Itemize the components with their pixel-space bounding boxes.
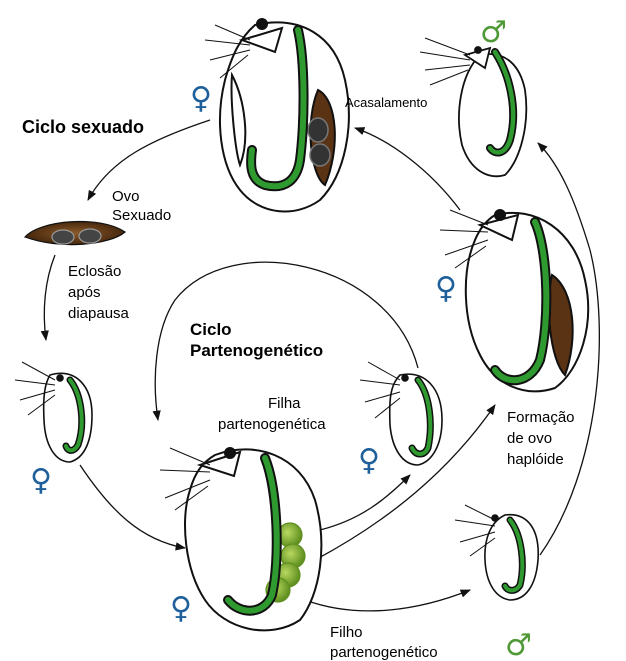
arrow-mother-to-daughter [320,475,410,530]
hatchling-female-left [15,362,92,462]
arrow-haploid-female-to-mating [355,128,460,210]
male-symbol-top-right: ♂ [480,15,507,50]
label-daughter-line2: partenogenética [218,416,326,433]
arrow-egg-to-hatchling [44,255,55,340]
sexual-egg [25,221,125,244]
female-symbol-top: ♀ [190,81,212,116]
label-son-line1: Filho [330,624,363,641]
label-sexual-cycle: Ciclo sexuado [22,117,144,137]
parthenogenetic-son [455,505,538,600]
female-symbol-daughter: ♀ [358,443,380,478]
haploid-female-right [440,210,588,391]
label-sexual-egg-line2: Sexuado [112,207,171,224]
label-parthenogenetic-cycle-line1: Ciclo [190,320,232,339]
female-symbol-mother: ♀ [170,591,192,626]
female-symbol-haploid: ♀ [435,271,457,306]
label-mating: Acasalamento [345,95,427,110]
label-hatching-line3: diapausa [68,305,130,322]
label-parthenogenetic-cycle-line2: Partenogenético [190,341,323,360]
male-top-right [420,38,526,176]
female-symbol-hatchling: ♀ [30,463,52,498]
label-haploid-line1: Formação [507,409,575,426]
label-son-line2: partenogenético [330,644,438,661]
male-symbol-son: ♂ [505,628,532,661]
label-sexual-egg-line1: Ovo [112,188,140,205]
label-hatching-line2: após [68,284,101,301]
label-haploid-line2: de ovo [507,430,552,447]
label-haploid-line3: haplóide [507,451,564,468]
arrow-mother-to-son [305,590,470,611]
label-daughter-line1: Filha [268,395,301,412]
label-hatching-line1: Eclosão [68,263,121,280]
arrow-hatchling-to-mother [80,465,185,548]
female-sexual-top [205,19,349,211]
